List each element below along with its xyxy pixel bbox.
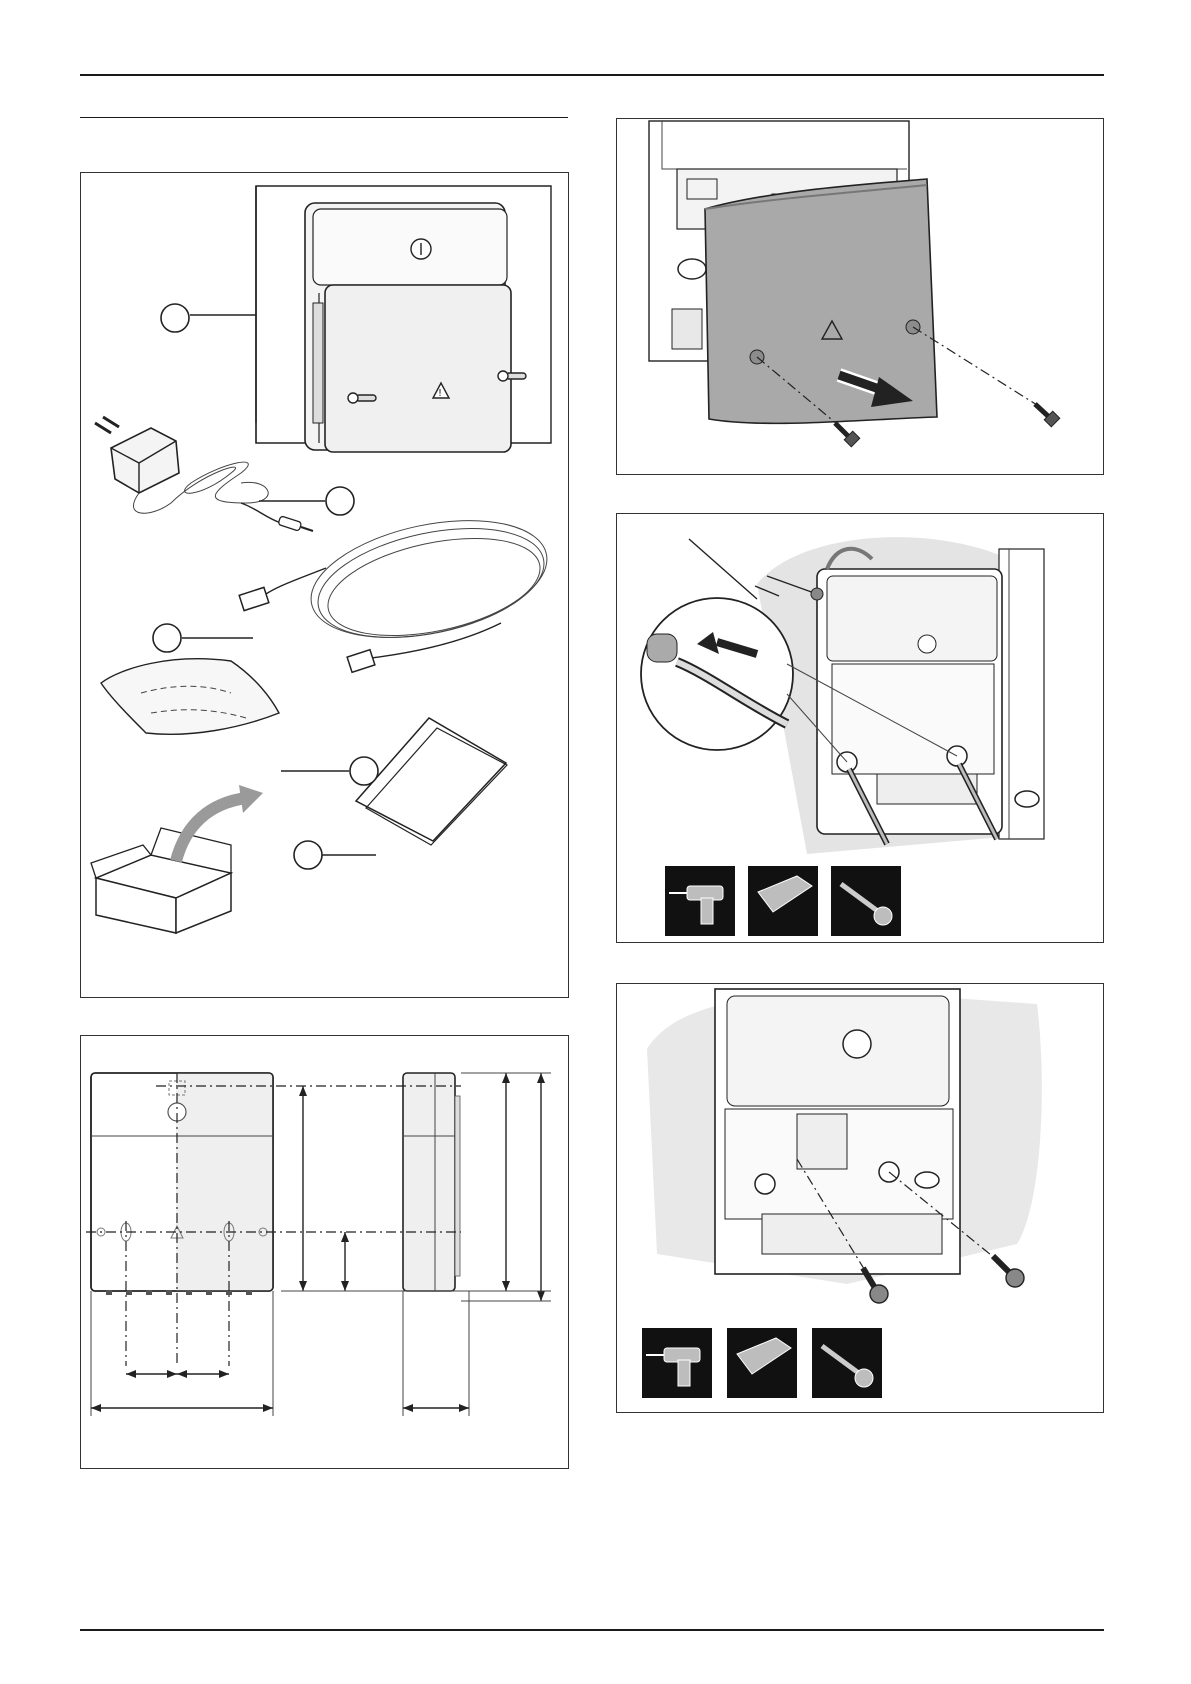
callout-2 (259, 487, 354, 515)
tool-icons (665, 866, 901, 936)
figure-dimensions (80, 1035, 569, 1469)
figure-mount-base (616, 983, 1104, 1413)
packaging-box-illustration (91, 785, 263, 933)
side-view-drawing (403, 1073, 460, 1291)
wall-plug-icon (727, 1328, 797, 1398)
callout-3 (153, 624, 253, 652)
wall-plug-icon (748, 866, 818, 936)
accessory-bag-illustration (101, 659, 279, 735)
callout-5 (294, 841, 376, 869)
figure-scope-of-delivery: ! (80, 172, 569, 998)
base-unit-illustration (715, 989, 960, 1274)
cover-illustration (705, 179, 937, 423)
front-view-drawing (91, 1073, 273, 1295)
callout-4 (281, 757, 378, 785)
figure-remove-cover (616, 118, 1104, 475)
figure-mark-drill-holes (616, 513, 1104, 943)
power-adapter-illustration (95, 417, 313, 531)
tool-icons (642, 1328, 882, 1398)
callout-1 (161, 304, 256, 332)
header-rule (80, 74, 1104, 76)
screw-icon (831, 866, 901, 936)
svg-text:!: ! (438, 388, 442, 399)
drill-icon (642, 1328, 712, 1398)
documentation-illustration (356, 718, 507, 845)
section-rule (80, 117, 568, 118)
controller-unit-illustration: ! (305, 203, 526, 452)
footer-rule (80, 1629, 1104, 1631)
screw-icon (812, 1328, 882, 1398)
drill-icon (665, 866, 735, 936)
